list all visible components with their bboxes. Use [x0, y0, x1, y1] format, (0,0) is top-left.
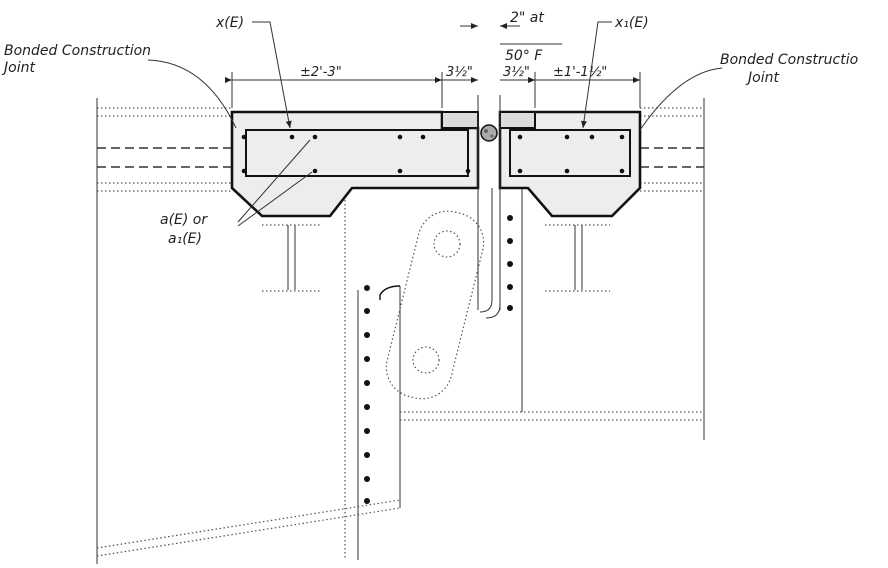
- link-plate: [385, 210, 485, 400]
- left-girder-web: [96, 200, 401, 560]
- bonded-joint-right-label-line2: Joint: [745, 70, 779, 86]
- left-concrete-slab: [230, 110, 480, 218]
- a1-e-label: a₁(E): [168, 231, 202, 247]
- a-e-label: a(E) or: [160, 212, 208, 228]
- stringer-beams: [262, 224, 610, 292]
- right-slab-dimension: ±1'-1½": [553, 65, 607, 80]
- deck-outline: [96, 98, 705, 564]
- x-e-label: x(E): [215, 15, 244, 31]
- joint-seal: [477, 95, 501, 310]
- bonded-joint-right-label: Bonded Constructio: [720, 52, 858, 68]
- left-nosing-dimension: 3½": [446, 65, 473, 80]
- gap-label: 2" at: [510, 10, 544, 26]
- bonded-joint-left-label-line2: Joint: [1, 60, 35, 76]
- dimension-lines: [225, 23, 641, 108]
- leader-lines: [147, 21, 723, 227]
- rebar-dots: [241, 134, 625, 174]
- bonded-joint-left-label: Bonded Construction: [4, 43, 151, 59]
- x1-e-label: x₁(E): [614, 15, 649, 31]
- right-concrete-slab: [498, 110, 642, 218]
- gap-temperature-label: 50° F: [505, 48, 543, 64]
- left-slab-dimension: ±2'-3": [300, 65, 342, 80]
- right-girder-web: [400, 188, 704, 421]
- bolt-rows: [364, 215, 513, 504]
- right-nosing-dimension: 3½": [503, 65, 530, 80]
